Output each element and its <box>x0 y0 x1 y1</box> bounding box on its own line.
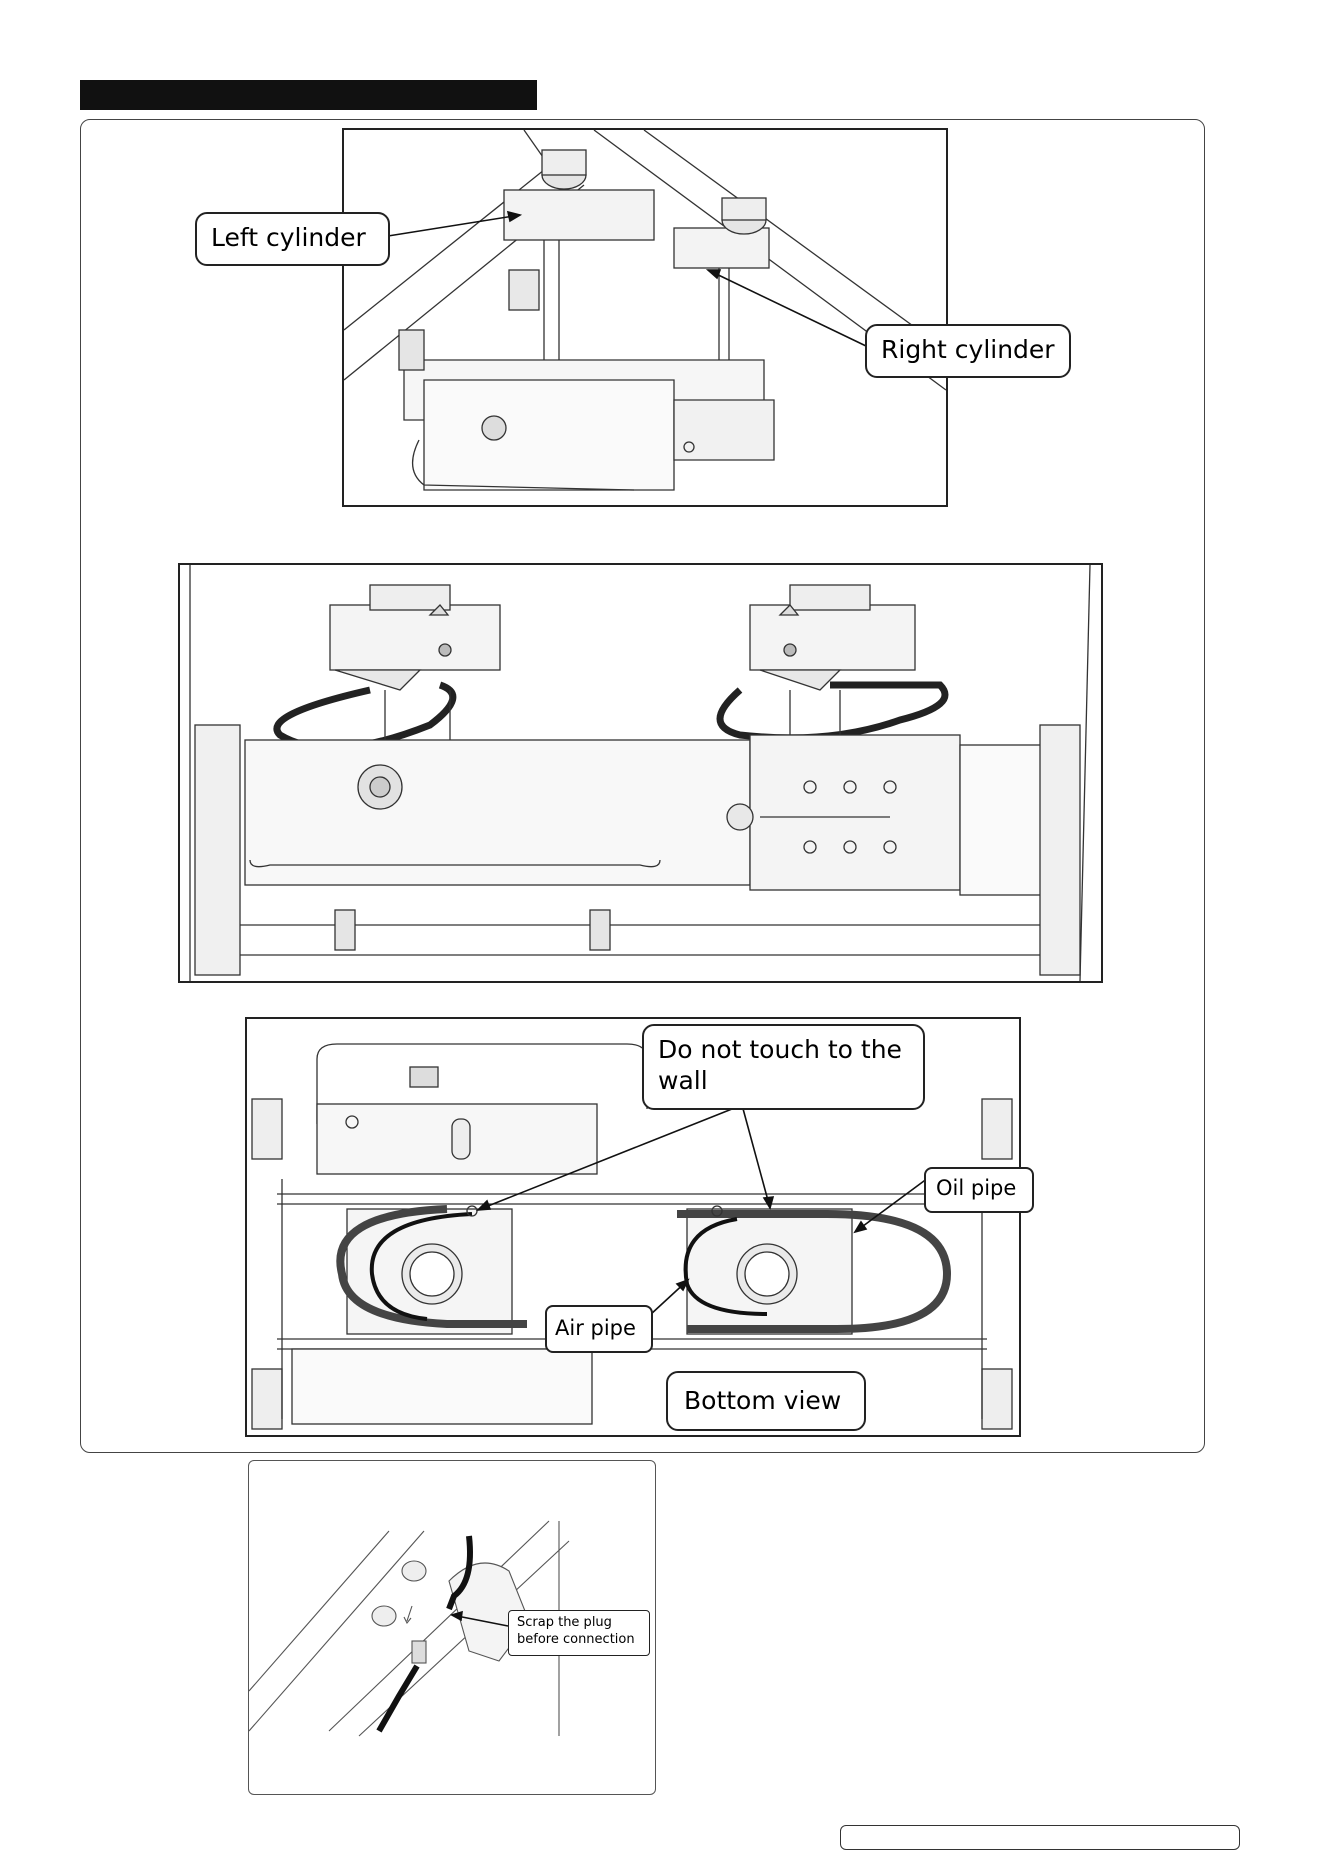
bottom-view-label: Bottom view <box>666 1371 866 1431</box>
air-pipe-label: Air pipe <box>545 1305 653 1353</box>
section-header-bar <box>80 80 537 110</box>
cylinder-front-figure <box>178 563 1103 983</box>
cylinder-front-drawing <box>180 565 1101 981</box>
scrap-plug-label: Scrap the plug before connection <box>508 1610 650 1656</box>
cylinder-perspective-drawing <box>344 130 946 505</box>
footer-page-box <box>840 1825 1240 1850</box>
left-cylinder-label: Left cylinder <box>195 212 390 266</box>
oil-pipe-label: Oil pipe <box>924 1167 1034 1213</box>
do-not-touch-wall-label: Do not touch to the wall <box>642 1024 925 1110</box>
right-cylinder-label: Right cylinder <box>865 324 1071 378</box>
cylinder-perspective-figure <box>342 128 948 507</box>
